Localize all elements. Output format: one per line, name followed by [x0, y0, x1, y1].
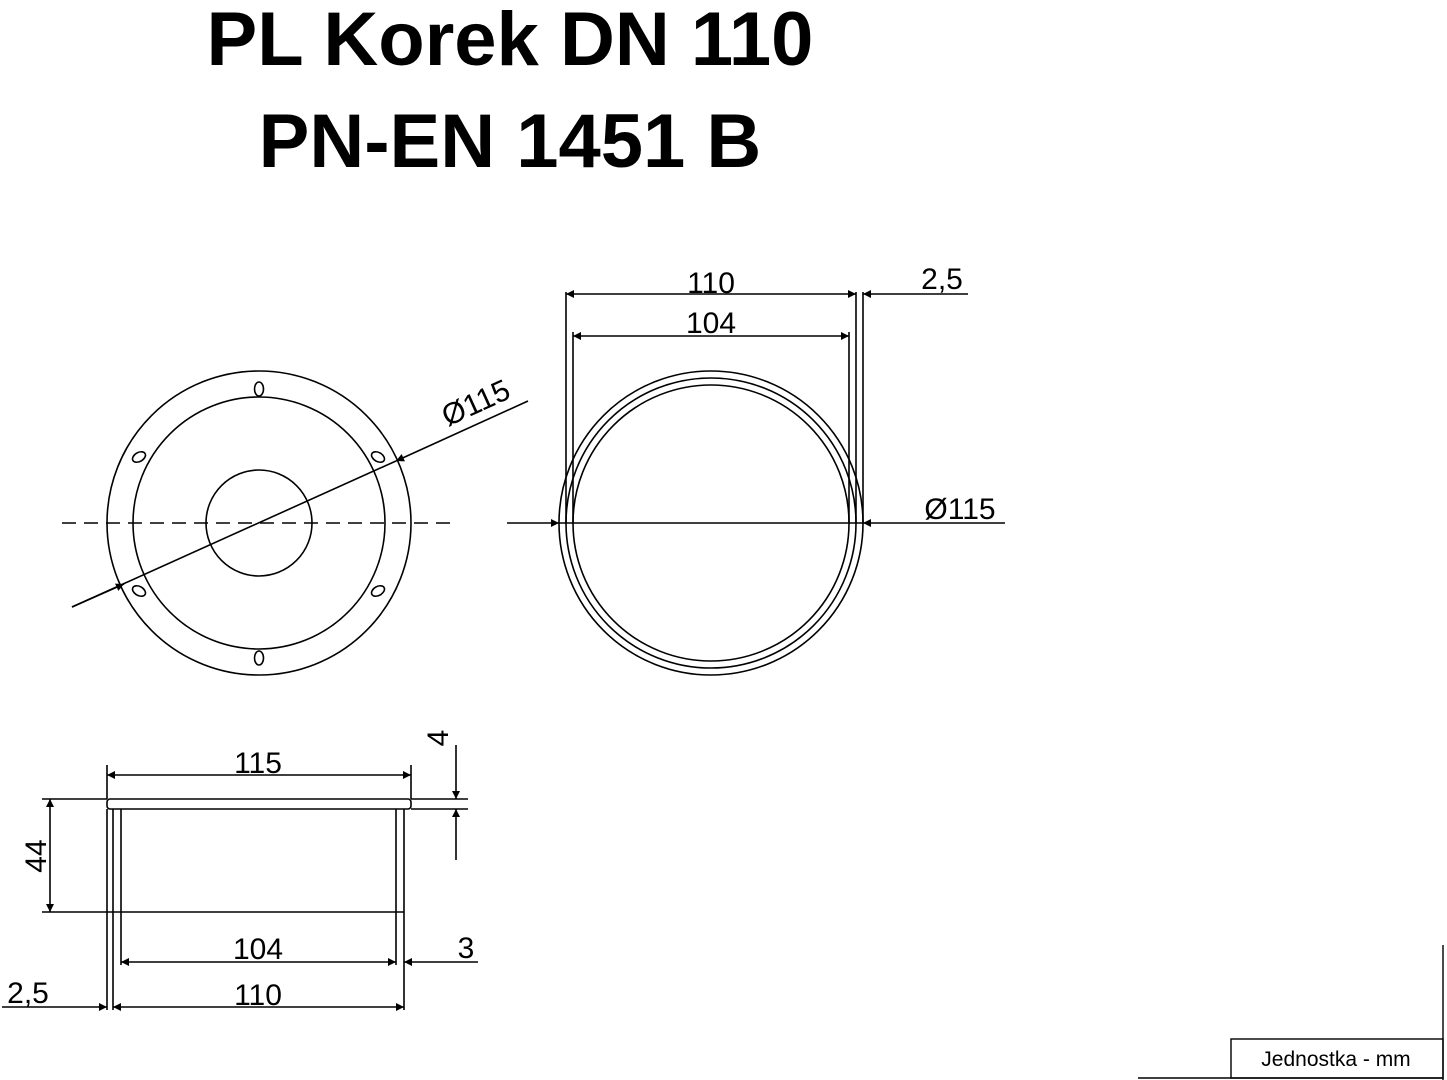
section-dim-104-label: 104	[233, 933, 283, 966]
top-dim-110-label: 110	[687, 267, 735, 300]
front-view	[62, 370, 529, 676]
section-dim-4-label: 4	[422, 730, 455, 747]
diameter-dim-arrow-lower	[71, 583, 125, 608]
flange-profile	[106, 798, 412, 810]
section-dim-2-5-label: 2,5	[7, 977, 49, 1010]
title-block	[1138, 945, 1444, 1080]
top-view	[507, 290, 1005, 676]
top-diameter-label: Ø115	[924, 493, 995, 526]
section-dim-44-label: 44	[20, 839, 53, 872]
drawing-title-line-2: PN-EN 1451 B	[258, 99, 762, 184]
top-dim-104-label: 104	[686, 307, 736, 340]
drawing-title-line-1: PL Korek DN 110	[206, 0, 814, 82]
slot-bottom	[253, 650, 265, 666]
slot-lower-right	[370, 584, 386, 598]
slot-upper-left	[131, 450, 147, 464]
slot-top	[253, 381, 265, 397]
slot-lower-left	[131, 584, 147, 598]
diameter-dim-leader	[395, 400, 529, 462]
unit-label: Jednostka - mm	[1261, 1048, 1410, 1071]
top-dim-wall-label: 2,5	[921, 263, 963, 296]
section-view	[2, 745, 478, 1011]
slot-upper-right	[370, 450, 386, 464]
section-dim-110-label: 110	[234, 979, 282, 1012]
unit-box	[1230, 1038, 1444, 1079]
section-dim-3-label: 3	[458, 932, 475, 965]
section-dim-115-label: 115	[234, 747, 282, 780]
diameter-dim-line	[71, 460, 397, 608]
